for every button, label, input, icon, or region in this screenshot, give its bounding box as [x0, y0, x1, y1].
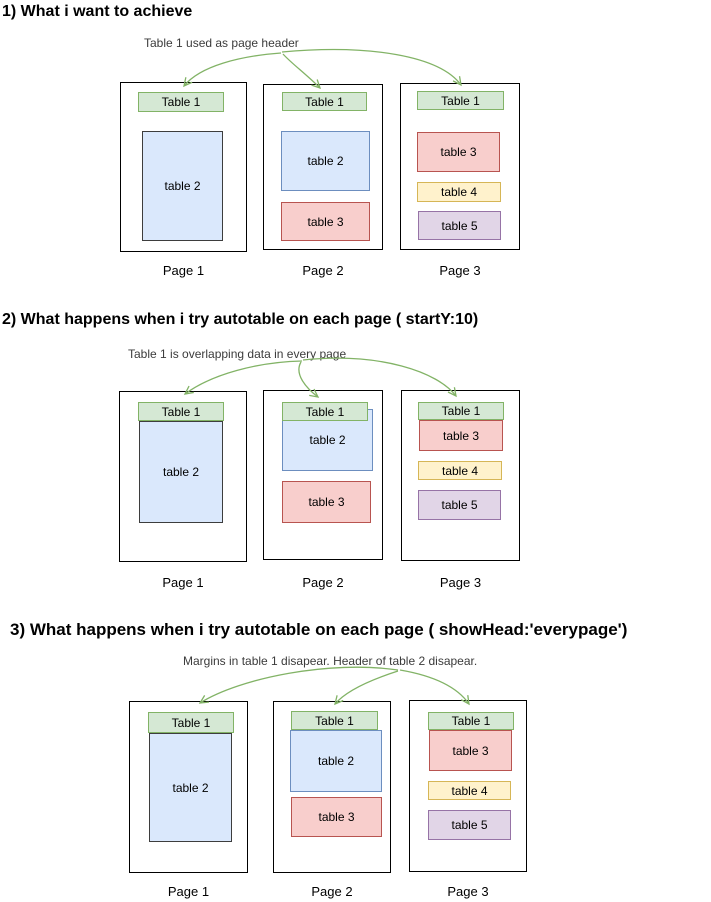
- table-box-table-1: Table 1: [138, 92, 224, 112]
- table-box-table-4: table 4: [418, 461, 502, 480]
- table-box-table-2: table 2: [142, 131, 223, 241]
- table-box-table-5: table 5: [418, 490, 501, 520]
- table-box-table-4: table 4: [417, 182, 501, 202]
- table-box-table-2: table 2: [149, 733, 232, 842]
- page-label: Page 3: [439, 575, 482, 590]
- table-box-table-2: table 2: [139, 421, 223, 523]
- section-3-title: 3) What happens when i try autotable on …: [10, 620, 628, 639]
- table-box-table-1: Table 1: [148, 712, 234, 733]
- table-box-table-1: Table 1: [291, 711, 378, 730]
- table-box-table-2: table 2: [281, 131, 370, 191]
- section-2-annotation: Table 1 is overlapping data in every pag…: [128, 347, 347, 361]
- section-1-title: 1) What i want to achieve: [2, 3, 193, 20]
- page-label: Page 2: [302, 575, 344, 590]
- section-2-title: 2) What happens when i try autotable on …: [2, 311, 479, 328]
- table-box-table-1: Table 1: [428, 712, 514, 730]
- table-box-table-3: table 3: [281, 202, 370, 241]
- table-box-table-1: Table 1: [417, 91, 504, 110]
- table-box-table-3: table 3: [282, 481, 371, 523]
- table-box-table-3: table 3: [419, 420, 503, 451]
- page-label: Page 3: [447, 884, 489, 899]
- page-label: Page 1: [162, 263, 205, 278]
- table-box-table-5: table 5: [428, 810, 511, 840]
- page-label: Page 2: [311, 884, 353, 899]
- page-label: Page 1: [167, 884, 210, 899]
- table-box-table-1: Table 1: [282, 92, 367, 111]
- table-box-table-2: table 2: [290, 730, 382, 792]
- table-box-table-3: table 3: [291, 797, 382, 837]
- table-box-table-1: Table 1: [138, 402, 224, 421]
- table-box-table-3: table 3: [429, 730, 512, 771]
- page-label: Page 1: [162, 575, 204, 590]
- table-box-table-1: Table 1: [418, 402, 504, 420]
- table-box-table-1: Table 1: [282, 402, 368, 421]
- table-box-table-5: table 5: [418, 211, 501, 240]
- table-box-table-4: table 4: [428, 781, 511, 800]
- page-label: Page 3: [439, 263, 481, 278]
- table-box-table-3: table 3: [417, 132, 500, 172]
- section-3-annotation: Margins in table 1 disapear. Header of t…: [183, 654, 478, 668]
- page-label: Page 2: [302, 263, 344, 278]
- section-1-annotation: Table 1 used as page header: [144, 36, 299, 50]
